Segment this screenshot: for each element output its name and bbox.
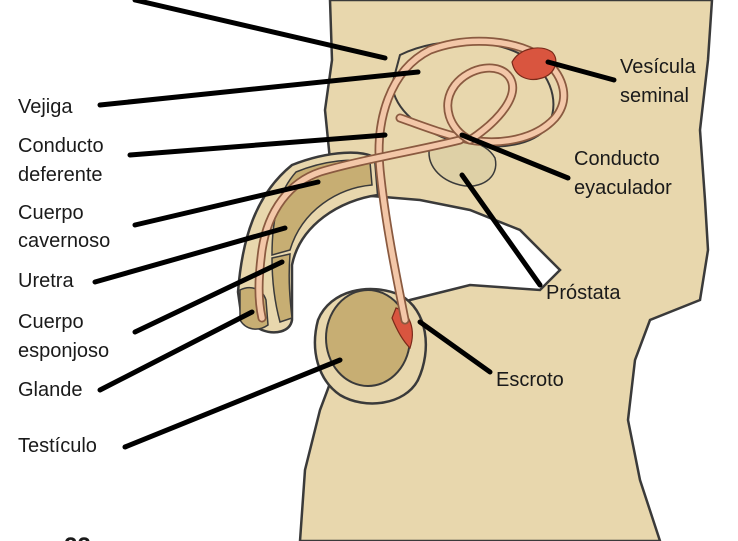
label-conducto-deferente-line2: deferente: [18, 164, 103, 186]
label-cuerpo-cavernoso-line1: Cuerpo: [18, 202, 84, 224]
label-uretra: Uretra: [18, 270, 74, 292]
label-conducto-eyaculador-line2: eyaculador: [574, 177, 672, 199]
leader-glande: [100, 312, 252, 390]
label-prostata: Próstata: [546, 282, 621, 304]
label-conducto-eyaculador-line1: Conducto: [574, 148, 660, 170]
label-cuerpo-esponjoso-line1: Cuerpo: [18, 311, 84, 333]
label-vesicula-seminal-line1: Vesícula: [620, 56, 696, 78]
label-cuerpo-esponjoso-line2: esponjoso: [18, 340, 109, 362]
label-vejiga: Vejiga: [18, 96, 73, 118]
label-cuerpo-cavernoso-line2: cavernoso: [18, 230, 110, 252]
page-number: 22: [64, 533, 91, 541]
label-conducto-deferente-line1: Conducto: [18, 135, 104, 157]
label-escroto: Escroto: [496, 369, 564, 391]
leader-testiculo: [125, 360, 340, 447]
label-testiculo: Testículo: [18, 435, 97, 457]
label-glande: Glande: [18, 379, 83, 401]
label-vesicula-seminal-line2: seminal: [620, 85, 689, 107]
body-silhouette: [300, 0, 712, 541]
